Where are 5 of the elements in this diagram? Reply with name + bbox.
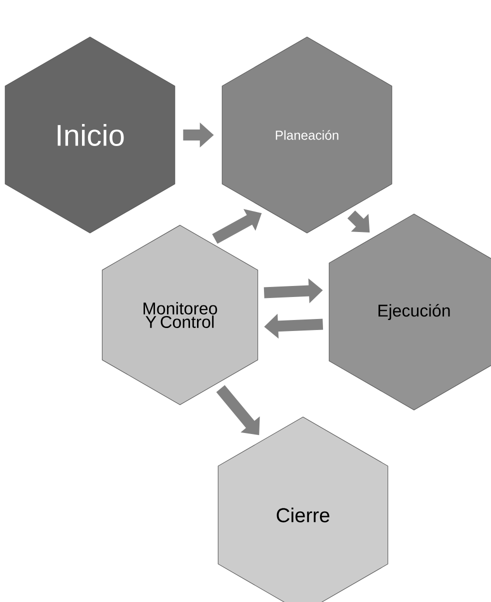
hexagon: Cierre — [218, 416, 388, 602]
hexagon: Monitoreo Y Control — [102, 224, 258, 406]
hexagon: Ejecución — [328, 214, 491, 410]
hexagon: Planeación — [222, 36, 392, 234]
hexagon: Inicio — [4, 36, 176, 234]
